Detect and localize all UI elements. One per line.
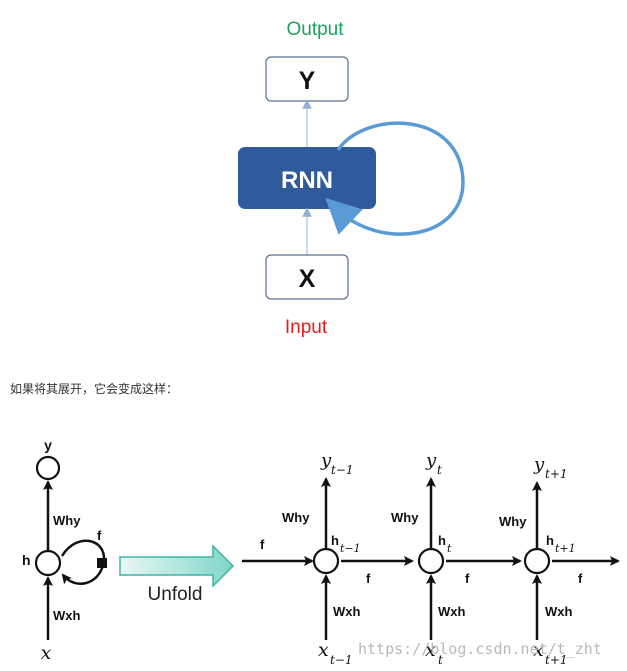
rolled-y-node xyxy=(35,455,61,481)
step-next-wxh-label: Wxh xyxy=(545,604,573,619)
rnn-overview-diagram: Output Y RNN X Input xyxy=(238,19,465,338)
rolled-why-label: Why xyxy=(53,513,81,528)
output-node-label: Y xyxy=(299,67,316,95)
unfolded-chain: f f f f yt−1 Why ht−1 Wxh xt−1 xyxy=(242,450,620,667)
recurrent-loop-arrow xyxy=(325,121,465,236)
step-next-why-label: Why xyxy=(499,514,527,529)
step-current-h-node xyxy=(417,547,445,575)
rolled-f-label: f xyxy=(97,528,102,543)
rolled-h-node xyxy=(34,549,62,577)
input-label: Input xyxy=(285,317,328,338)
step-current-h-label: ht xyxy=(438,533,452,555)
unfold-label: Unfold xyxy=(148,584,203,605)
input-node-label: X xyxy=(299,265,316,293)
step-prev-x-label: xt−1 xyxy=(318,639,353,667)
input-node-box xyxy=(265,254,349,300)
rolled-rnn: y Why h f Wxh x xyxy=(22,437,107,664)
step-prev-why-label: Why xyxy=(282,510,310,525)
step-prev-h-node xyxy=(312,547,340,575)
step-next-x-label: xt+1 xyxy=(533,639,568,667)
timestep-next: yt+1 Why ht+1 Wxh xt+1 xyxy=(499,454,576,667)
rnn-node-box xyxy=(238,147,376,209)
step-prev-h-label: ht−1 xyxy=(331,533,361,555)
step-current-y-label: yt xyxy=(425,450,442,477)
step-next-y-label: yt+1 xyxy=(533,454,568,481)
rolled-h-label: h xyxy=(22,552,31,568)
rolled-x-label: x xyxy=(41,642,52,664)
step-prev-y-label: yt−1 xyxy=(320,450,354,477)
step-prev-wxh-label: Wxh xyxy=(333,604,361,619)
outgoing-f-label: f xyxy=(578,571,583,586)
source-watermark: https://blog.csdn.net/t_zht xyxy=(358,640,602,658)
step1-to-step2-f-label: f xyxy=(366,571,371,586)
rolled-y-label: y xyxy=(44,437,52,453)
step-next-h-label: ht+1 xyxy=(546,533,576,555)
incoming-f-label: f xyxy=(260,537,265,552)
step-next-h-node xyxy=(523,547,551,575)
step-current-why-label: Why xyxy=(391,510,419,525)
rolled-wxh-label: Wxh xyxy=(53,608,81,623)
step-current-wxh-label: Wxh xyxy=(438,604,466,619)
rolled-delay-square xyxy=(97,558,107,568)
rnn-node-label: RNN xyxy=(281,167,333,194)
unfold-caption: 如果将其展开，它会变成这样： xyxy=(10,382,179,396)
unfold-arrow xyxy=(119,544,235,588)
rnn-unfolded-diagram: y Why h f Wxh x Unfold f f f f yt−1 Why xyxy=(22,437,620,667)
timestep-prev: yt−1 Why ht−1 Wxh xt−1 xyxy=(282,450,361,667)
output-label: Output xyxy=(286,19,344,40)
step2-to-step3-f-label: f xyxy=(465,571,470,586)
